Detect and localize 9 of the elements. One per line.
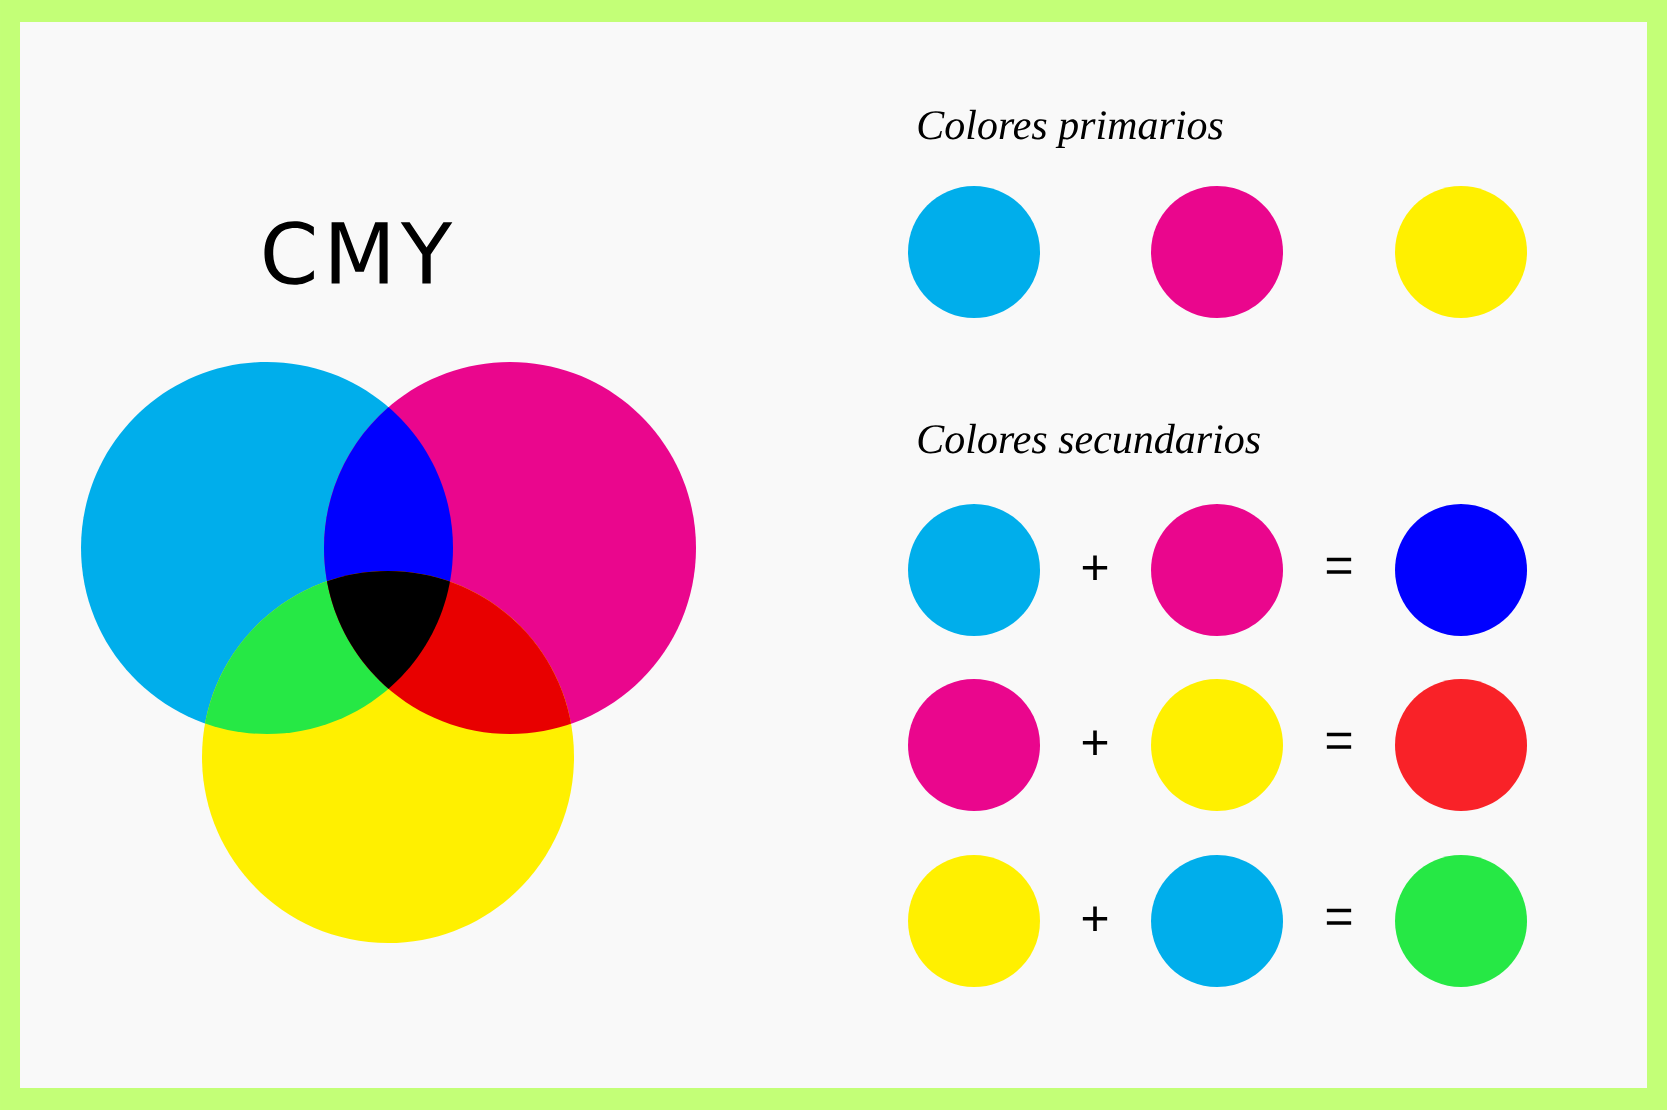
equals-sign: = <box>1326 908 1352 925</box>
plus-sign: + <box>1082 906 1108 932</box>
title: CMY <box>264 221 453 285</box>
section-heading: Colores primarios <box>918 109 1223 148</box>
equals-sign: = <box>1326 557 1352 574</box>
section-heading: Colores secundarios <box>918 423 1260 454</box>
plus-sign: + <box>1082 730 1108 756</box>
equals-sign: = <box>1326 732 1352 749</box>
plus-sign: + <box>1082 555 1108 581</box>
